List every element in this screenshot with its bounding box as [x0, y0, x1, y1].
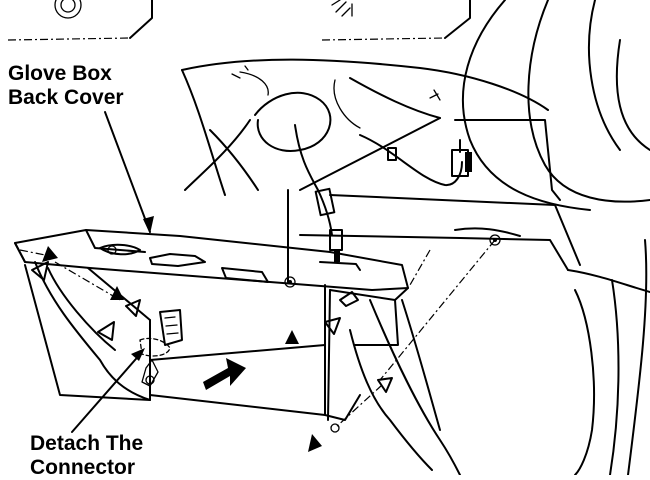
filled-triangle-marker — [285, 330, 299, 344]
detach-connector-label-line-2: Connector — [30, 456, 135, 479]
glove-box-back-cover-label: Glove Box Back Cover — [8, 62, 124, 110]
dashboard-frame — [181, 0, 650, 475]
glove-box-back-cover-label-line-2: Back Cover — [8, 86, 124, 109]
wiring-harness — [184, 91, 472, 262]
open-triangle-marker — [324, 317, 341, 335]
open-triangle-marker — [125, 299, 141, 317]
open-triangle-marker — [97, 321, 115, 341]
detail-inset-right — [321, 0, 471, 41]
pull-direction-arrow — [203, 358, 246, 390]
detach-connector-label: Detach The Connector — [30, 432, 143, 480]
detach-connector-label-line-1: Detach The — [30, 432, 144, 455]
glove-box-back-cover — [14, 229, 461, 475]
glove-box-back-cover-label-line-1: Glove Box — [8, 62, 112, 85]
open-triangle-marker — [377, 377, 393, 393]
filled-triangle-marker — [42, 246, 58, 262]
open-triangle-marker — [31, 261, 49, 281]
detail-inset-left — [7, 0, 153, 41]
mount-markers — [31, 246, 393, 452]
alignment-lines — [19, 117, 496, 429]
filled-triangle-marker — [308, 434, 322, 452]
leader-lines — [71, 111, 154, 433]
